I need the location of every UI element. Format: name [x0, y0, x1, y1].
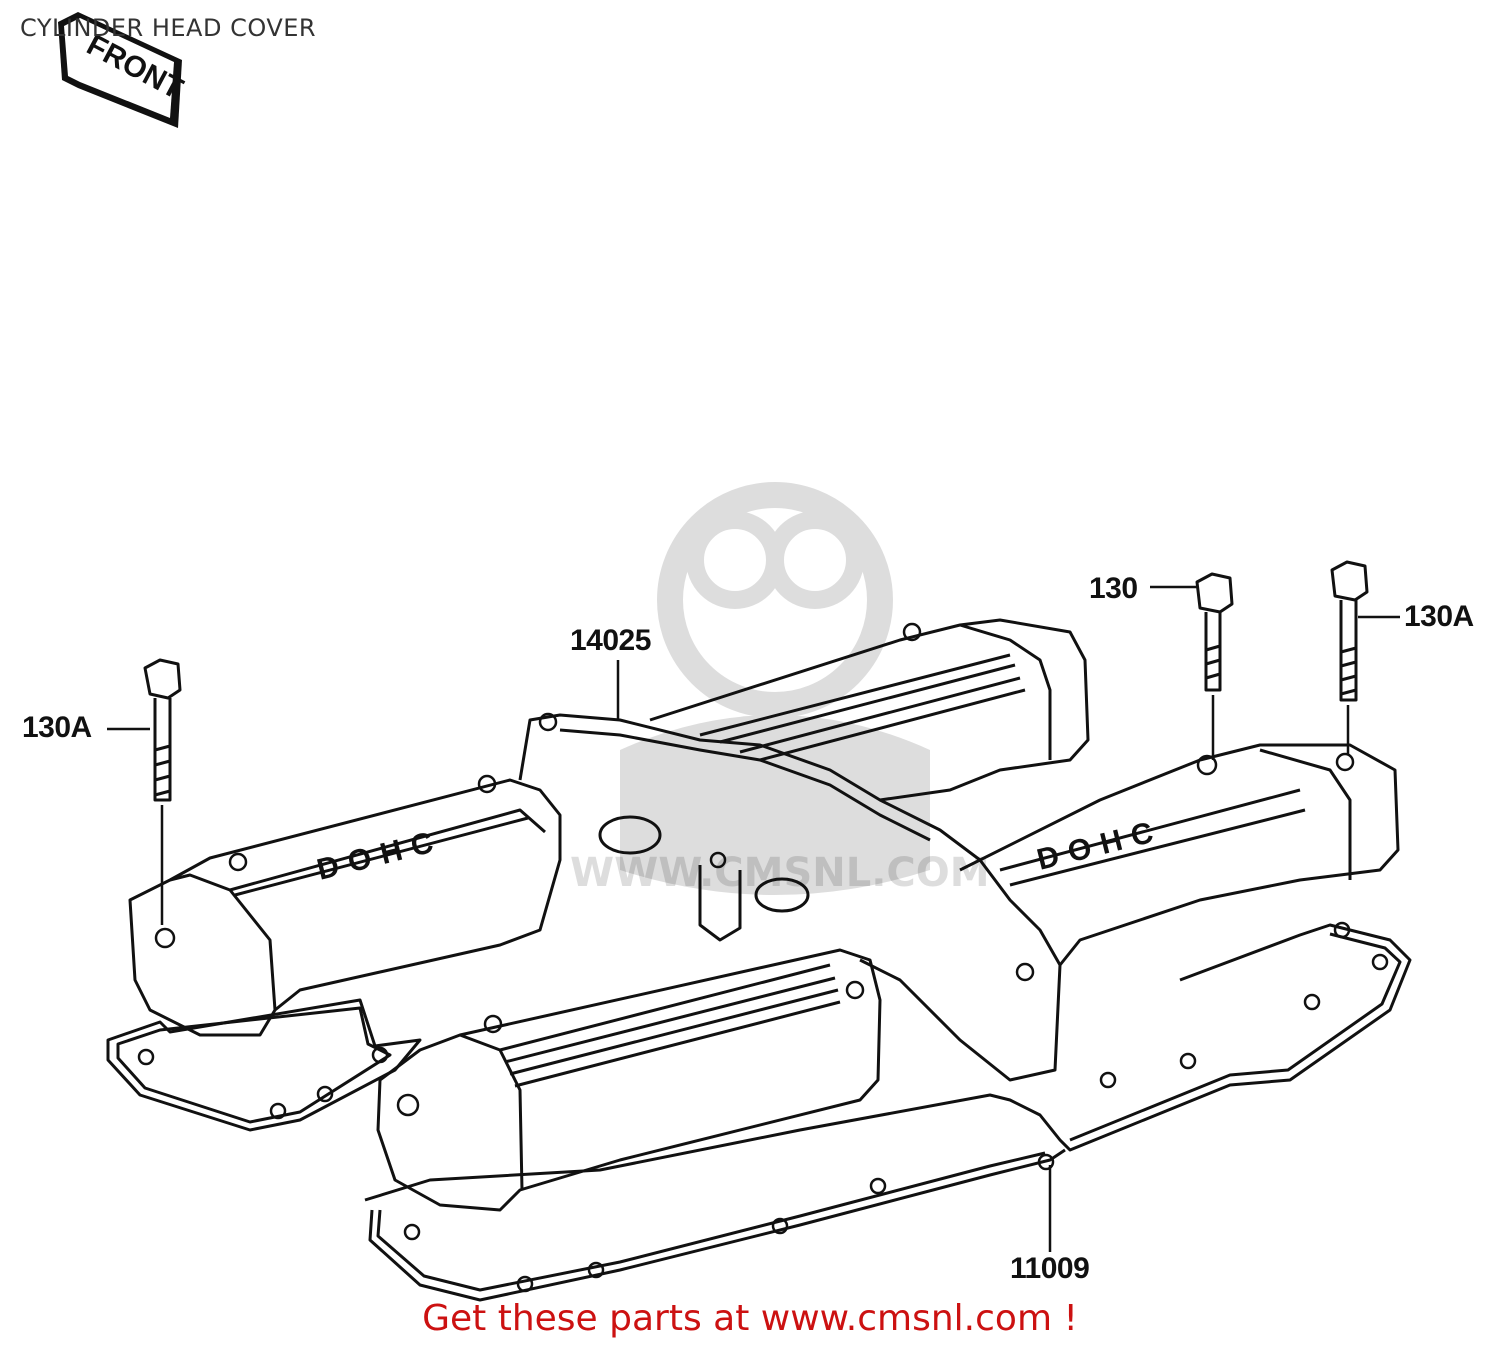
watermark-text: WWW.CMSNL.COM — [570, 850, 990, 896]
callout-bolt-130: 130 — [1089, 572, 1138, 605]
callout-bolt-130a-right: 130A — [1404, 600, 1474, 633]
callout-gasket-11009: 11009 — [1010, 1252, 1090, 1285]
bolt-130-center — [1195, 572, 1234, 692]
cover-logo-left: DOHC — [314, 824, 447, 887]
footer-link[interactable]: Get these parts at www.cmsnl.com ! — [422, 1298, 1078, 1339]
cylinder-head-cover-14025: DOHC DOHC — [128, 618, 1400, 1212]
cmsnl-watermark-logo — [620, 482, 930, 895]
gasket-11009 — [106, 921, 1412, 1302]
bolt-130a-left — [143, 658, 182, 802]
front-direction-tag: FRONT — [58, 12, 188, 128]
page-title: CYLINDER HEAD COVER — [20, 14, 317, 42]
bolt-130a-right — [1330, 560, 1369, 702]
callout-cover-14025: 14025 — [570, 624, 651, 657]
callout-bolt-130a-left: 130A — [22, 711, 92, 744]
